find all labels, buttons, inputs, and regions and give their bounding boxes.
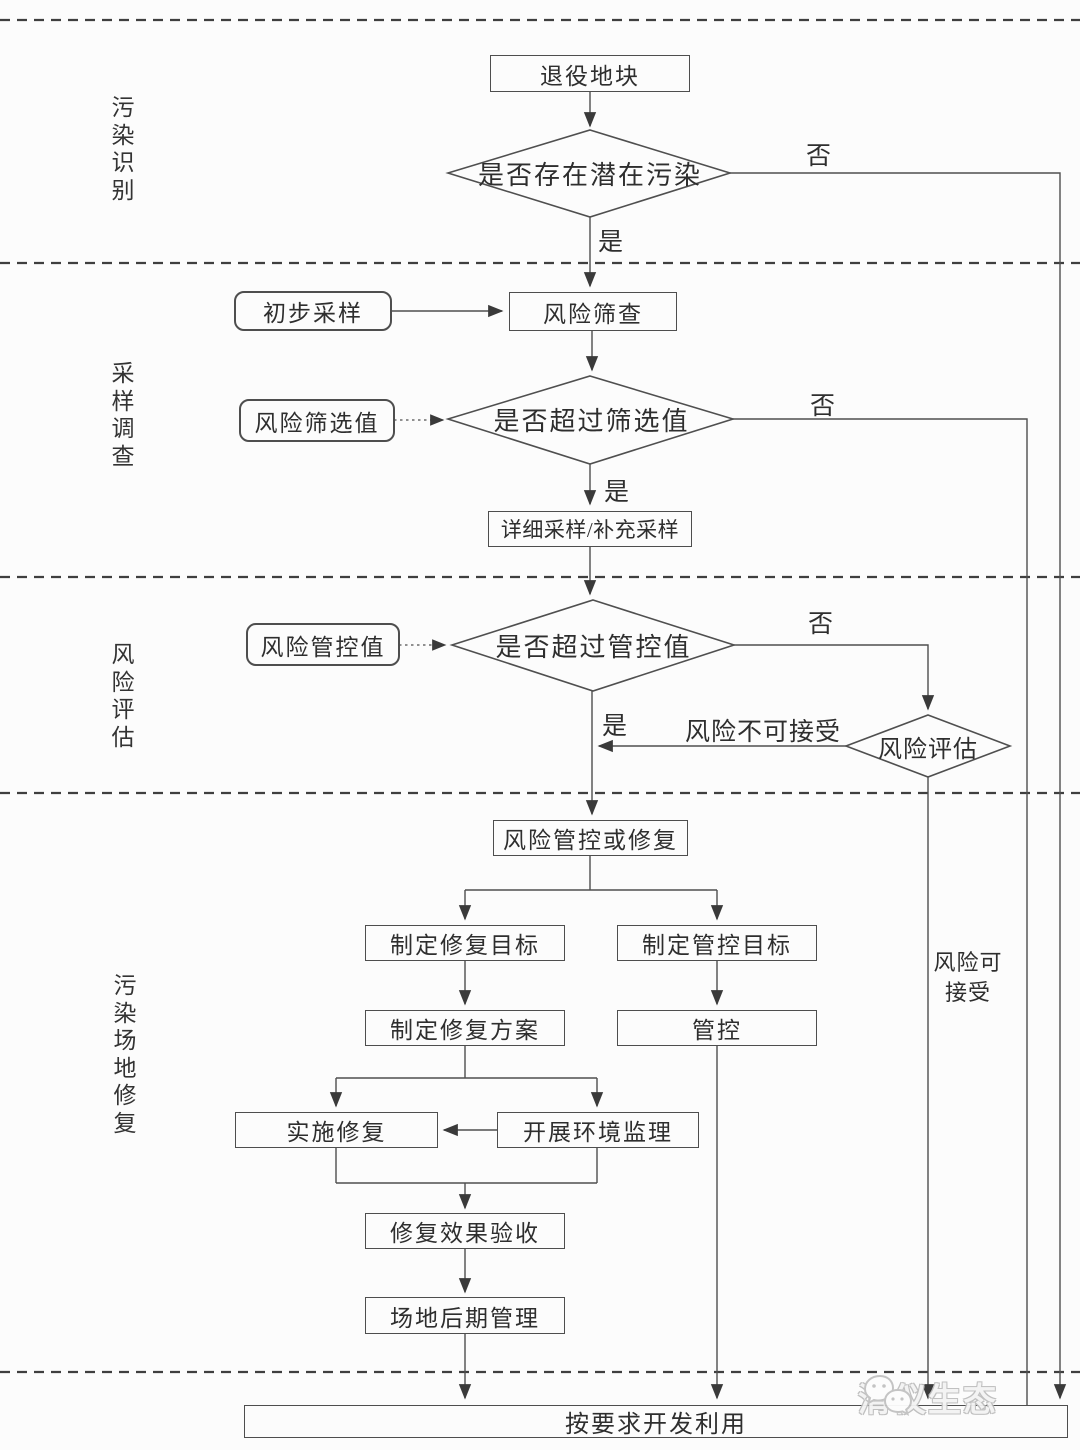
- diamond-potential-pollution-label: 是否存在潜在污染: [477, 160, 702, 190]
- node-retired-plot: 退役地块: [490, 55, 690, 92]
- node-env-supervision: 开展环境监理: [497, 1112, 699, 1148]
- node-remediation-plan: 制定修复方案: [365, 1010, 565, 1046]
- diamond-risk-assessment-label: 风险评估: [878, 736, 978, 763]
- edge-no-potential-pollution: [730, 172, 1067, 1400]
- diamond-exceed-control-label: 是否超过管控值: [495, 632, 692, 662]
- diamond-exceed-control-shape: [449, 599, 737, 692]
- diamond-risk-assessment-shape: [843, 714, 1013, 778]
- edge-merge-implementation: [335, 1148, 598, 1184]
- node-detailed-sampling: 详细采样/补充采样: [488, 511, 692, 547]
- node-control-or-remediate: 风险管控或修复: [493, 820, 688, 856]
- diamond-potential-pollution-shape: [445, 129, 733, 218]
- edge-split-goals: [465, 856, 717, 891]
- section-label-pollution-identification: 污染识别: [111, 95, 135, 203]
- edge-label-no-control: 否: [808, 611, 835, 638]
- node-control: 管控: [617, 1010, 817, 1046]
- node-remediation-acceptance: 修复效果验收: [365, 1213, 565, 1249]
- edge-label-yes-potential: 是: [598, 229, 625, 256]
- node-screening-value: 风险筛选值: [239, 399, 395, 442]
- edge-label-no-screening: 否: [810, 393, 837, 420]
- section-label-site-remediation: 污染场地修复: [113, 973, 137, 1136]
- edge-label-yes-screening: 是: [604, 479, 631, 506]
- edge-label-risk-unacceptable: 风险不可接受: [684, 719, 841, 746]
- edge-split-implementation: [336, 1046, 597, 1079]
- node-set-control-goal: 制定管控目标: [617, 925, 817, 961]
- node-implement-remediation: 实施修复: [235, 1112, 438, 1148]
- node-preliminary-sampling: 初步采样: [234, 291, 392, 331]
- node-site-management: 场地后期管理: [365, 1297, 565, 1334]
- edge-no-exceed-screening: [733, 418, 1028, 1405]
- diamond-exceed-screening-label: 是否超过筛选值: [493, 406, 690, 436]
- node-develop-use: 按要求开发利用: [244, 1405, 1068, 1438]
- edge-label-no-potential: 否: [806, 143, 833, 170]
- node-risk-screening: 风险筛查: [509, 292, 677, 331]
- section-label-risk-assessment: 风险评估: [111, 642, 135, 750]
- diamond-exceed-screening-shape: [445, 375, 736, 465]
- node-set-remediation-goal: 制定修复目标: [365, 925, 565, 961]
- edge-no-to-risk-assessment: [734, 644, 935, 711]
- section-label-sampling-survey: 采样调查: [111, 361, 135, 469]
- edge-label-risk-acceptable: 风险可接受: [933, 950, 1003, 1005]
- edge-label-yes-control: 是: [602, 713, 629, 740]
- node-control-value: 风险管控值: [246, 623, 400, 666]
